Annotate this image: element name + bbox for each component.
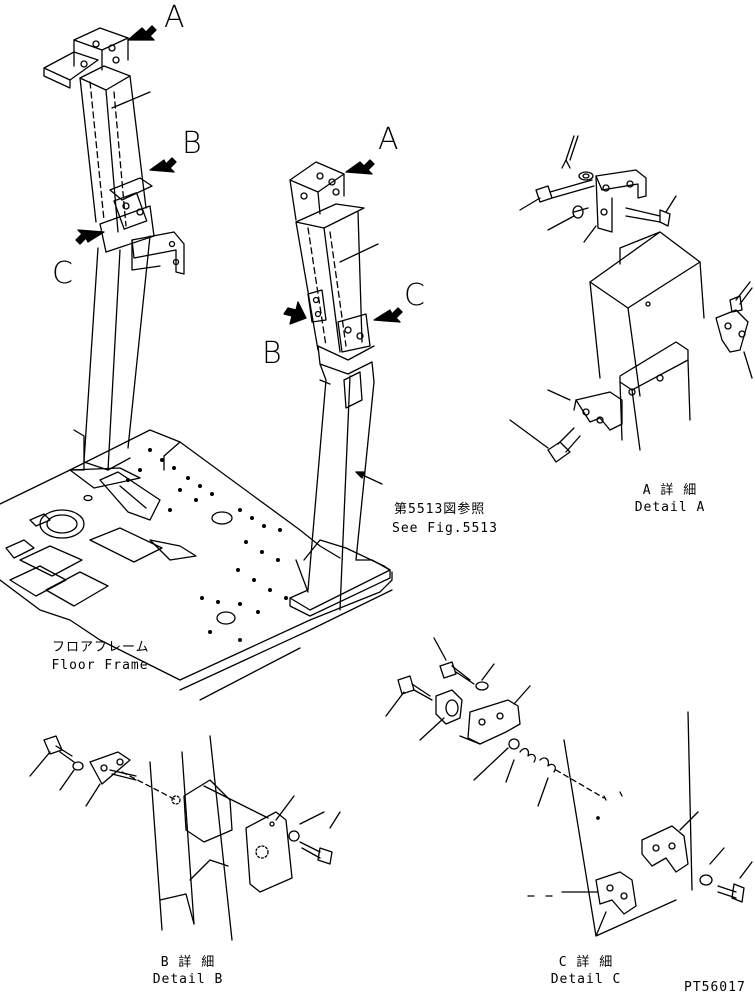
detail-c-caption-jp: C 詳 細 bbox=[558, 955, 614, 970]
callout-b-right: B bbox=[262, 336, 282, 371]
callout-c-right: C bbox=[404, 278, 425, 313]
callout-c-left: C bbox=[52, 256, 73, 291]
reference-note-en: See Fig.5513 bbox=[392, 521, 498, 536]
detail-b-drawing bbox=[29, 735, 341, 941]
callout-a-left: A bbox=[164, 0, 185, 35]
detail-b-caption-jp: B 詳 細 bbox=[160, 955, 216, 970]
right-column bbox=[289, 161, 391, 617]
callout-a-right: A bbox=[378, 122, 399, 157]
reference-note-jp: 第5513図参照 bbox=[394, 502, 486, 517]
floor-frame-label-jp: フロアフレーム bbox=[52, 640, 150, 655]
drawing-number: PT56017 bbox=[684, 980, 746, 995]
detail-c-drawing bbox=[385, 637, 753, 937]
detail-a-caption-en: Detail A bbox=[634, 500, 706, 515]
detail-a-caption-jp: A 詳 細 bbox=[642, 483, 698, 498]
detail-c-caption-en: Detail C bbox=[550, 972, 622, 987]
floor-frame bbox=[0, 429, 393, 701]
detail-a-drawing bbox=[509, 135, 753, 463]
callout-arrows-right bbox=[283, 159, 403, 325]
floor-frame-label-en: Floor Frame bbox=[51, 658, 149, 673]
left-column bbox=[43, 27, 185, 489]
callout-arrows-left bbox=[75, 25, 177, 245]
callout-b-left: B bbox=[182, 126, 202, 161]
detail-b-caption-en: Detail B bbox=[152, 972, 224, 987]
